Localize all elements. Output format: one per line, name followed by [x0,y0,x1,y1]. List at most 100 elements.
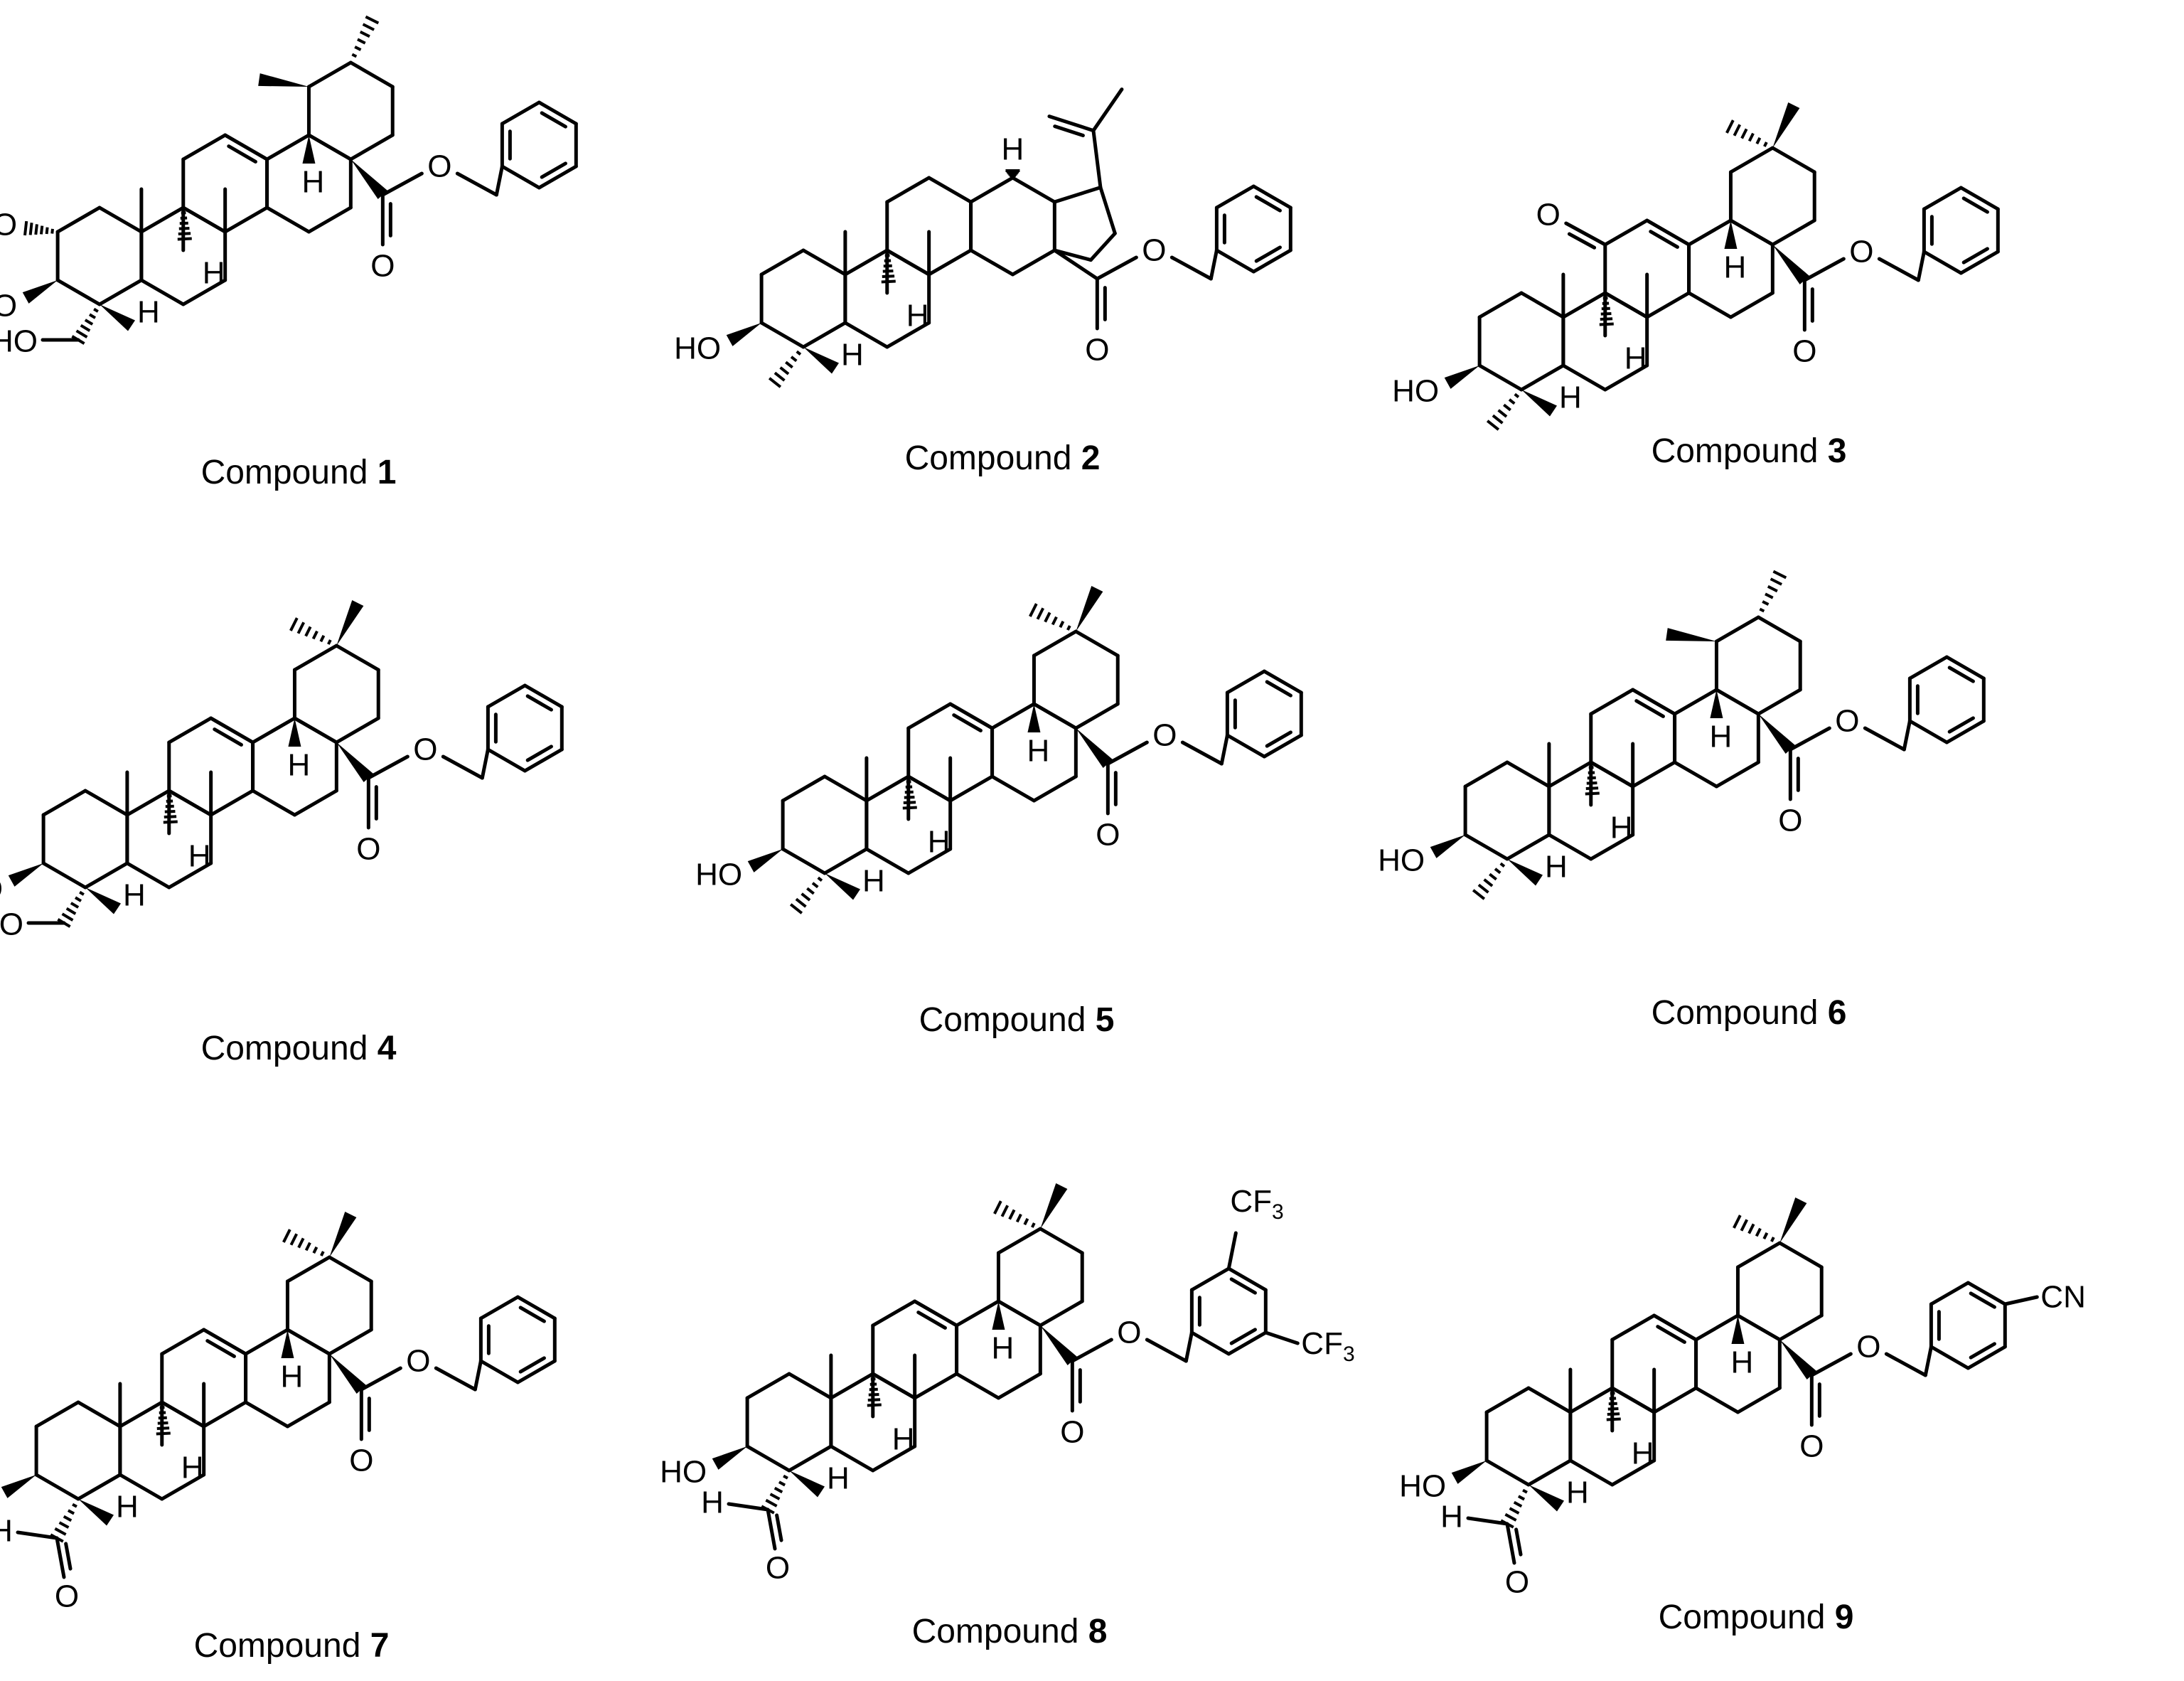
ester-o-label: O [1835,704,1859,739]
ring-b-bond [118,1473,164,1501]
cf3-bond [1263,1330,1300,1345]
hash-stroke [39,225,44,235]
hash-stroke [1514,393,1520,398]
ring-a-bond [34,1400,80,1429]
ring-c-bond [1645,291,1691,319]
ring-e-bond [1735,1313,1782,1342]
carbonyl-o-label: O [370,249,395,284]
keto-double-bond-inner [1567,232,1597,250]
hash-stroke [801,892,811,902]
ester-wedge [336,742,374,783]
h-atom-label: H [1724,250,1747,285]
methyl-hash [289,617,332,645]
hash-stroke [312,1246,318,1254]
hash-stroke [178,232,191,236]
ester-bond [1095,255,1138,281]
aldehyde-double-bond-inner [775,1513,783,1542]
hash-stroke [1472,889,1486,900]
caption-number: 3 [1828,432,1847,470]
hydroxyl-label: HO [0,289,17,324]
aromatic-bond [1966,1345,2007,1370]
h-wedge [288,718,301,747]
vinyl-double-bond-inner [1053,124,1085,137]
hash-stroke [993,1200,1002,1215]
methyl-hash [1759,570,1787,613]
ring-d-bond [1032,774,1078,803]
hash-stroke [327,639,332,645]
hash-stroke [304,1242,311,1252]
hash-stroke [88,313,97,319]
hash-stroke [75,329,88,338]
ester-o-label: O [1117,1316,1141,1350]
h-atom-label: H [203,256,225,291]
cho-bond [1466,1516,1509,1526]
aldehyde-h-label: H [0,1514,13,1549]
hash-stroke [164,810,176,813]
ester-o-label: O [1849,235,1873,270]
h-wedge [1731,1316,1745,1344]
aromatic-bond [1189,1266,1231,1292]
ring-b-bond [871,1444,917,1473]
aromatic-bond-inner [525,745,553,762]
ring-a-bond [83,861,129,890]
ring-e-bond [1756,615,1802,644]
ring-a-bond [801,248,847,277]
hash-stroke [28,222,33,235]
aromatic-bond [1929,1281,1970,1306]
hash-stroke [806,887,815,895]
hash-stroke [1740,1219,1749,1232]
hydroxyl-label: HO [1392,374,1439,409]
hash-stroke [1762,600,1770,606]
aromatic-bond [515,1295,557,1320]
h-atom-label: H [1027,734,1050,769]
ring-d-bond [1694,1313,1740,1342]
ring-d-bond [1714,760,1760,789]
aromatic-bond-inner [1254,195,1282,213]
methyl-hash [351,15,380,58]
hash-stroke [785,361,793,369]
ring-c-bond [927,248,973,277]
h-hash [163,794,178,824]
alkene-double-bond [1631,688,1677,716]
hash-stroke [1770,1237,1775,1242]
hash-stroke [765,1498,778,1507]
ring-a-bond [801,321,847,349]
hash-stroke [1029,603,1038,617]
ester-wedge [1758,714,1796,754]
ring-a-bond [41,861,87,890]
methyl-wedge [78,1499,114,1526]
hash-stroke [882,274,895,279]
benzyl-bond [1209,248,1219,281]
h-atom-label: H [116,1490,139,1525]
ring-b-bond [843,248,889,277]
hash-stroke [1031,1222,1036,1228]
hash-stroke [1492,414,1504,425]
hash-stroke [1508,398,1516,405]
ring-b-bond [1589,833,1635,861]
benzyl-ch2-bond [441,754,484,780]
hash-stroke [778,1480,786,1487]
methyl-wedge [329,1211,357,1257]
h-atom-label: H [1559,380,1582,415]
hydroxyl-label: HO [695,858,742,892]
ring-b-bond [885,321,931,349]
ring-b-bond [829,1444,875,1473]
h-atom-label: H [1566,1475,1589,1510]
hash-stroke [869,1387,878,1392]
cho-hash [50,1503,77,1543]
hash-stroke [1747,1223,1755,1234]
ring-d-bond [1735,1386,1782,1414]
cho-bond [16,1530,59,1540]
ester-o-label: O [406,1344,430,1379]
aromatic-bond-inner [1265,730,1292,748]
aromatic-bond [1214,184,1256,210]
keto-o-label: O [1536,198,1561,233]
ester-bond [1788,726,1831,752]
ester-o-label: O [427,149,451,184]
ester-wedge [1779,1340,1817,1380]
aromatic-bond [537,164,578,190]
ring-e-bond [1098,186,1117,235]
h-atom-label: H [302,165,325,200]
ring-d-bond [265,206,311,234]
hash-stroke [1765,592,1774,599]
